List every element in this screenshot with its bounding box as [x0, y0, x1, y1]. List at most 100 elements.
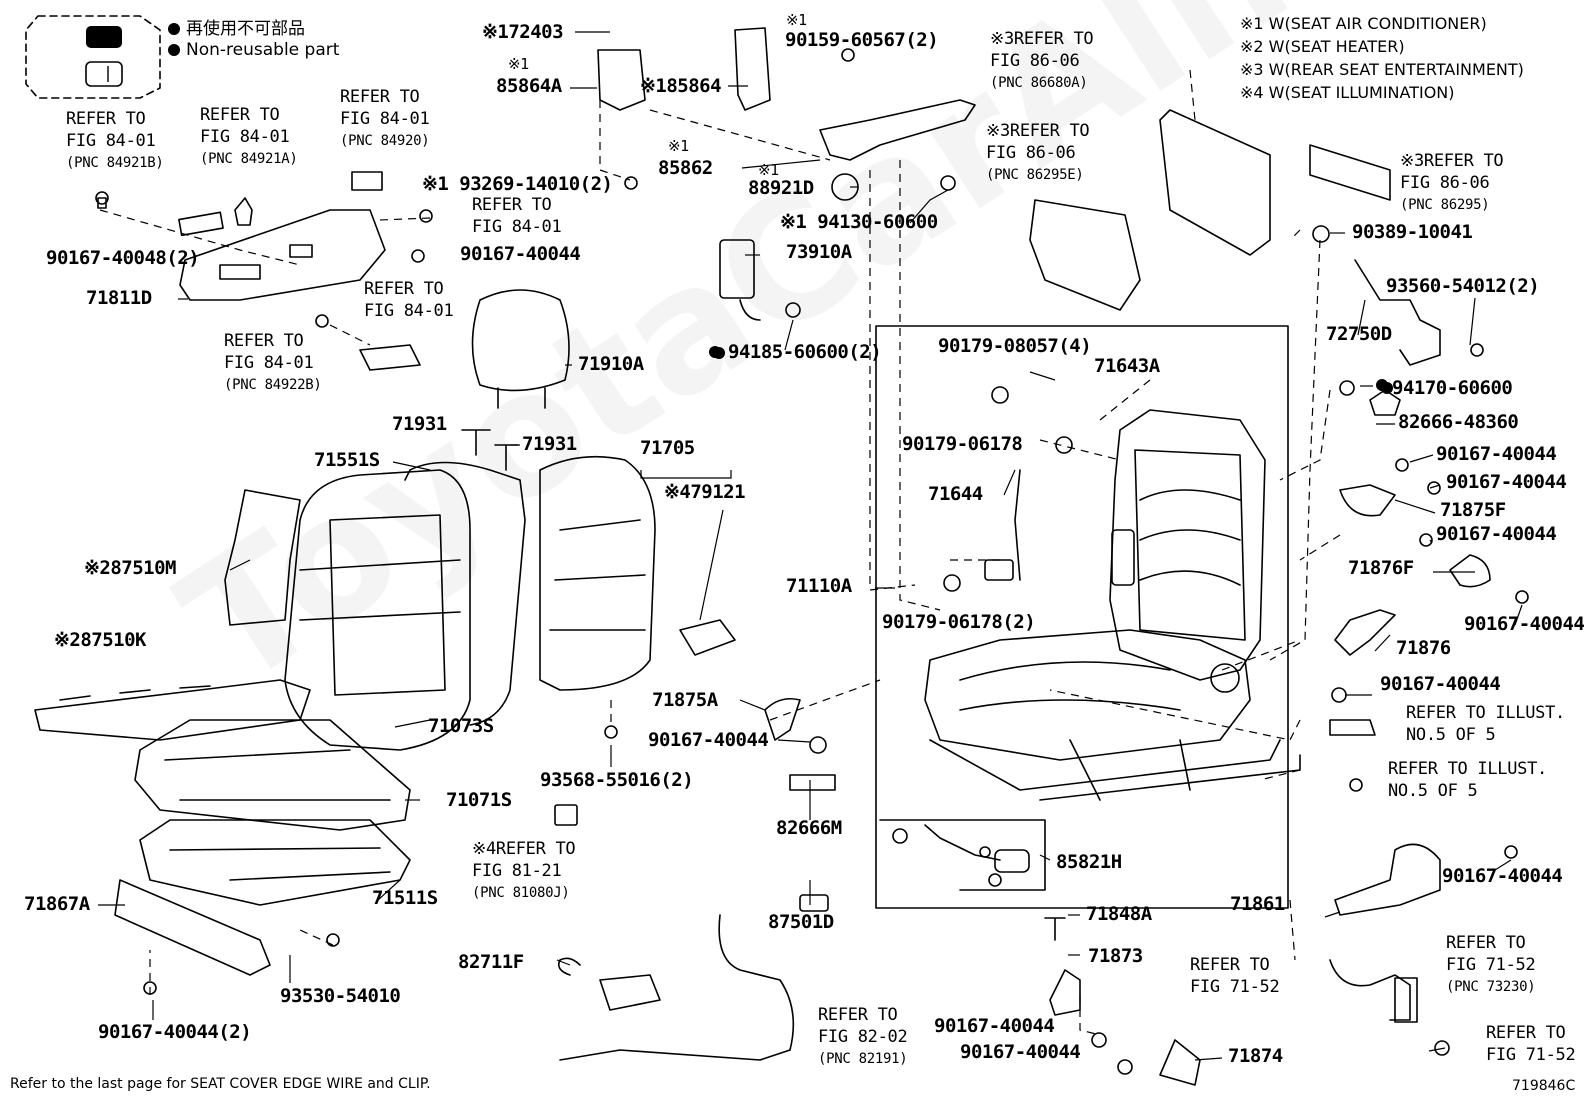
ref-line: REFER TO	[224, 331, 304, 351]
part-label: 82666M	[776, 817, 842, 839]
part-label: 87501D	[768, 911, 834, 933]
part-label: 71073S	[428, 715, 494, 737]
non-reusable-dot-icon	[1381, 382, 1393, 394]
part-label: 94185-60600(2)	[710, 341, 882, 363]
non-reusable-dot-icon	[168, 23, 180, 35]
part-label: 90389-10041	[1352, 221, 1473, 243]
part-label: ※185864	[640, 75, 722, 97]
ref-line: FIG 84-01	[66, 131, 156, 151]
part-label: 71644	[928, 483, 983, 505]
ref-line: FIG 82-02	[818, 1027, 908, 1047]
note-line: ※1 W(SEAT AIR CONDITIONER)	[1240, 14, 1487, 33]
ref-line: REFER TO	[1446, 933, 1526, 953]
ref-line: FIG 71-52	[1190, 977, 1280, 997]
part-label: 82711F	[458, 951, 524, 973]
ref-pnc: (PNC 82191)	[818, 1051, 908, 1067]
ref-line: FIG 84-01	[340, 109, 430, 129]
part-label: 73910A	[786, 241, 852, 263]
non-reusable-dot-icon	[709, 346, 721, 358]
legend	[26, 10, 166, 98]
part-label: 71876	[1396, 637, 1451, 659]
part-label: 71110A	[786, 575, 852, 597]
ref-line: REFER TO	[472, 195, 552, 215]
part-label: 85862	[658, 157, 713, 179]
legend-item-ja: 再使用不可部品	[168, 14, 305, 39]
note-line: ※3 W(REAR SEAT ENTERTAINMENT)	[1240, 60, 1524, 79]
part-label: 71861	[1230, 893, 1285, 915]
part-label: 90167-40044	[934, 1015, 1055, 1037]
part-label: 90167-40044	[960, 1041, 1081, 1063]
part-label-mark: ※1	[508, 55, 529, 73]
part-label: 71875A	[652, 689, 718, 711]
ref-line: REFER TO	[1190, 955, 1270, 975]
ref-line: REFER TO ILLUST.	[1388, 759, 1547, 779]
part-label: 71848A	[1086, 903, 1152, 925]
part-number: 94185-60600(2)	[728, 341, 882, 363]
footer-note: Refer to the last page for SEAT COVER ED…	[10, 1076, 431, 1092]
legend-item-label: 再使用不可部品	[186, 19, 305, 39]
note-line: ※4 W(SEAT ILLUMINATION)	[1240, 83, 1455, 102]
ref-line: FIG 81-21	[472, 861, 562, 881]
option-notes: ※1 W(SEAT AIR CONDITIONER) ※2 W(SEAT HEA…	[1240, 12, 1524, 104]
ref-line: NO.5 OF 5	[1388, 781, 1478, 801]
part-label: 90167-40044	[1436, 443, 1557, 465]
ref-line: REFER TO	[66, 109, 146, 129]
part-label: 93568-55016(2)	[540, 769, 694, 791]
ref-line: REFER TO	[200, 105, 280, 125]
part-label: 71874	[1228, 1045, 1283, 1067]
part-label: 71867A	[24, 893, 90, 915]
refer-callout: REFER TO ILLUST.NO.5 OF 5	[1388, 758, 1547, 802]
part-label: 71705	[640, 437, 695, 459]
ref-pnc: (PNC 86680A)	[990, 75, 1088, 91]
part-label: 71910A	[578, 353, 644, 375]
ref-line: REFER TO	[340, 87, 420, 107]
part-label: 93530-54010	[280, 985, 401, 1007]
legend-icons	[85, 26, 123, 87]
ref-line: FIG 84-01	[224, 353, 314, 373]
part-label: 90167-40044	[1442, 865, 1563, 887]
part-label: 71643A	[1094, 355, 1160, 377]
ref-pnc: (PNC 84921B)	[66, 155, 164, 171]
legend-item-label: Non-reusable part	[186, 40, 340, 60]
part-label: 94170-60600	[1392, 377, 1513, 399]
part-label: ※479121	[664, 481, 746, 503]
ref-pnc: (PNC 81080J)	[472, 885, 570, 901]
part-label-mark: ※1	[668, 137, 689, 155]
non-reusable-dot-icon	[168, 44, 180, 56]
part-label: 71071S	[446, 789, 512, 811]
ref-line: FIG 84-01	[200, 127, 290, 147]
ref-pnc: (PNC 73230)	[1446, 979, 1536, 995]
ref-line: REFER TO ILLUST.	[1406, 703, 1565, 723]
ref-line: ※4REFER TO	[472, 839, 576, 859]
part-label: 93560-54012(2)	[1386, 275, 1540, 297]
refer-callout: REFER TO ILLUST.NO.5 OF 5	[1406, 702, 1565, 746]
part-label: 90179-06178	[902, 433, 1023, 455]
ref-line: FIG 71-52	[1446, 955, 1536, 975]
part-label: ※287510K	[54, 629, 147, 651]
part-label: 71811D	[86, 287, 152, 309]
ref-line: ※3REFER TO	[990, 29, 1094, 49]
part-label: 71551S	[314, 449, 380, 471]
ref-line: REFER TO	[818, 1005, 898, 1025]
part-label: 82666-48360	[1398, 411, 1519, 433]
part-label: 90167-40044	[1380, 673, 1501, 695]
part-label: 88921D	[748, 177, 814, 199]
part-label: ※172403	[482, 21, 564, 43]
part-label: 85821H	[1056, 851, 1122, 873]
part-label: 90159-60567(2)	[785, 29, 939, 51]
ref-line: FIG 84-01	[472, 217, 562, 237]
part-label: ※1 93269-14010(2)	[422, 173, 613, 195]
